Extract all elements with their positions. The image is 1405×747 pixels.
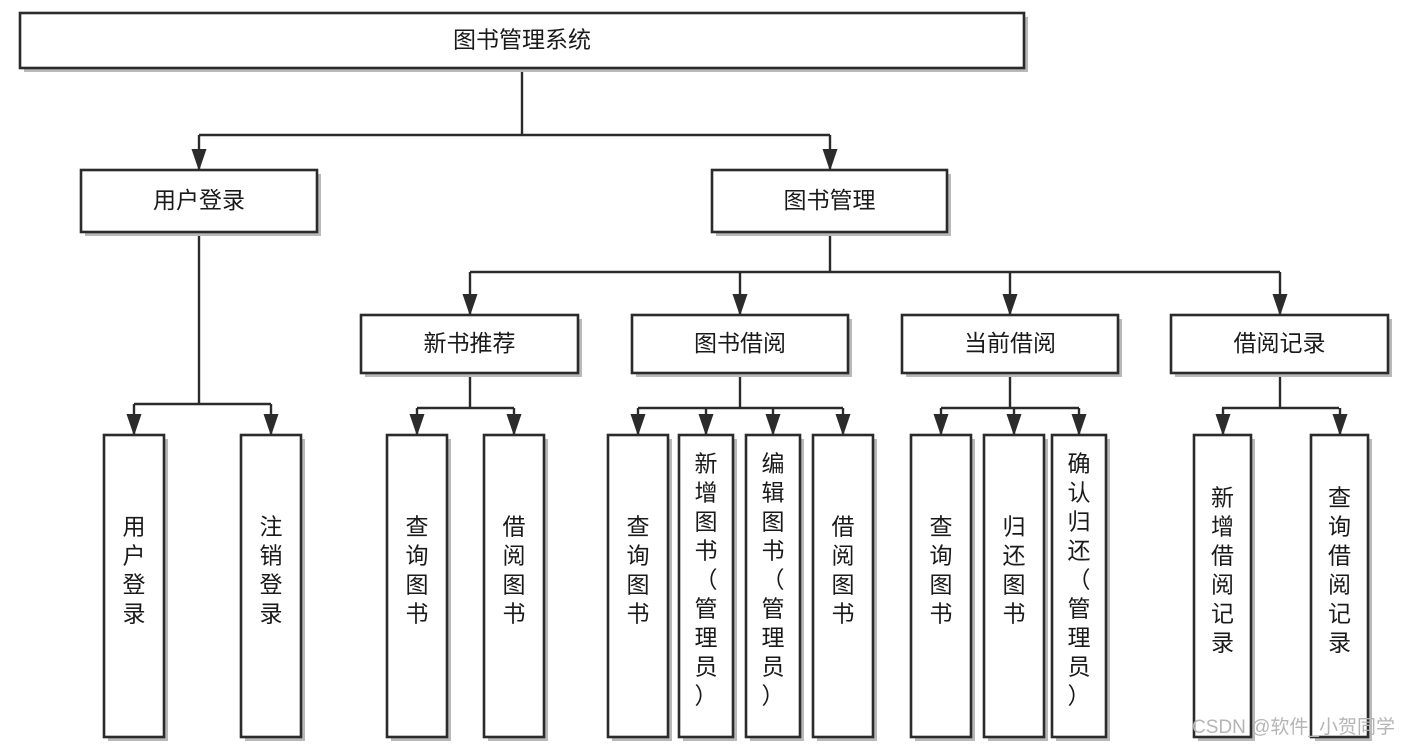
node-label: 新增图书（管理员） — [695, 451, 718, 709]
node-box[interactable] — [79, 168, 319, 234]
node-current-borrow[interactable]: 当前借阅 — [900, 313, 1122, 377]
node-book-manage[interactable]: 图书管理 — [710, 168, 951, 236]
node-box[interactable] — [630, 313, 850, 375]
node-box[interactable] — [909, 433, 973, 739]
node-fn-add-borrow-record[interactable]: 新增借阅记录 — [1192, 433, 1255, 741]
arrow-head-icon — [732, 294, 748, 316]
arrow-head-icon — [506, 414, 522, 436]
node-user-login[interactable]: 用户登录 — [79, 168, 321, 236]
node-label: 查询图书 — [406, 514, 429, 627]
node-layer: 图书管理系统用户登录图书管理新书推荐图书借阅当前借阅借阅记录用户登录注销登录查询… — [18, 11, 1392, 741]
watermark-label: CSDN @软件_小贺同学 — [1192, 716, 1395, 738]
node-fn-query-borrow-record[interactable]: 查询借阅记录 — [1309, 433, 1372, 741]
arrow-head-icon — [1215, 414, 1231, 436]
arrow-head-icon — [462, 294, 478, 316]
arrow-head-icon — [409, 414, 425, 436]
node-fn-borrow-book[interactable]: 借阅图书 — [811, 433, 877, 741]
node-label: 图书管理 — [784, 187, 876, 213]
arrow-head-icon — [933, 414, 949, 436]
node-fn-add-book-admin[interactable]: 新增图书（管理员） — [677, 433, 737, 741]
node-fn-query-book-borrow[interactable]: 查询图书 — [606, 433, 672, 741]
node-box[interactable] — [18, 11, 1026, 70]
node-root[interactable]: 图书管理系统 — [18, 11, 1028, 72]
node-box[interactable] — [811, 433, 875, 739]
node-box[interactable] — [677, 433, 735, 739]
node-label: 查询图书 — [627, 514, 650, 627]
node-box[interactable] — [102, 433, 166, 739]
node-label: 新书推荐 — [424, 330, 516, 356]
node-label: 借阅记录 — [1234, 330, 1326, 356]
node-fn-query-book-current[interactable]: 查询图书 — [909, 433, 975, 741]
arrow-head-icon — [126, 414, 142, 436]
node-box[interactable] — [982, 433, 1046, 739]
node-label: 当前借阅 — [964, 330, 1056, 356]
node-borrow-record[interactable]: 借阅记录 — [1169, 313, 1392, 377]
node-label: 确认归还（管理员） — [1068, 451, 1091, 709]
node-label: 图书借阅 — [694, 330, 786, 356]
node-box[interactable] — [1169, 313, 1390, 375]
node-label: 查询图书 — [930, 514, 953, 627]
node-label: 编辑图书（管理员） — [762, 451, 785, 709]
arrow-head-icon — [630, 414, 646, 436]
node-fn-return-book[interactable]: 归还图书 — [982, 433, 1048, 741]
node-box[interactable] — [385, 433, 449, 739]
arrow-head-icon — [1002, 294, 1018, 316]
node-label: 借阅图书 — [832, 514, 855, 627]
node-label: 用户登录 — [153, 187, 245, 213]
node-box[interactable] — [1050, 433, 1108, 739]
node-new-book-recommend[interactable]: 新书推荐 — [359, 313, 582, 377]
node-fn-user-login[interactable]: 用户登录 — [102, 433, 168, 741]
node-label: 用户登录 — [123, 514, 146, 627]
arrow-head-icon — [1272, 294, 1288, 316]
node-fn-confirm-return-admin[interactable]: 确认归还（管理员） — [1050, 433, 1110, 741]
node-fn-logout[interactable]: 注销登录 — [239, 433, 305, 741]
node-label: 注销登录 — [260, 514, 283, 627]
node-box[interactable] — [900, 313, 1120, 375]
arrow-head-icon — [1006, 414, 1022, 436]
node-box[interactable] — [710, 168, 949, 234]
arrow-head-icon — [191, 149, 207, 171]
node-box[interactable] — [482, 433, 546, 739]
node-fn-borrow-book-recommend[interactable]: 借阅图书 — [482, 433, 548, 741]
node-fn-edit-book-admin[interactable]: 编辑图书（管理员） — [744, 433, 804, 741]
arrow-head-icon — [1071, 414, 1087, 436]
connector-layer — [126, 68, 1348, 436]
arrow-head-icon — [822, 149, 838, 171]
arrow-head-icon — [765, 414, 781, 436]
node-label: 图书管理系统 — [453, 27, 591, 53]
arrow-head-icon — [835, 414, 851, 436]
node-label: 新增借阅记录 — [1211, 485, 1234, 656]
node-book-borrow[interactable]: 图书借阅 — [630, 313, 852, 377]
node-box[interactable] — [239, 433, 303, 739]
node-box[interactable] — [606, 433, 670, 739]
node-box[interactable] — [1309, 433, 1370, 739]
node-box[interactable] — [1192, 433, 1253, 739]
node-label: 归还图书 — [1003, 514, 1026, 627]
arrow-head-icon — [263, 414, 279, 436]
node-fn-query-book-recommend[interactable]: 查询图书 — [385, 433, 451, 741]
node-box[interactable] — [359, 313, 580, 375]
node-label: 借阅图书 — [503, 514, 526, 627]
node-box[interactable] — [744, 433, 802, 739]
arrow-head-icon — [1332, 414, 1348, 436]
arrow-head-icon — [698, 414, 714, 436]
node-label: 查询借阅记录 — [1328, 485, 1351, 656]
